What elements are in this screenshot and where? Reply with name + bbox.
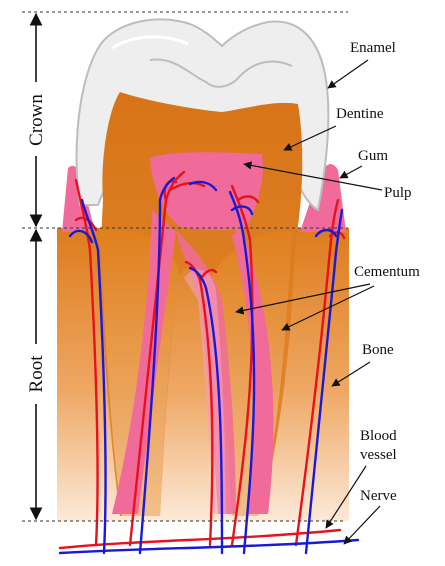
pulp-label: Pulp	[384, 185, 412, 201]
blood-vessel-label-line2: vessel	[360, 447, 397, 463]
gum-label: Gum	[358, 148, 388, 164]
root-label: Root	[26, 355, 47, 393]
bone-label: Bone	[362, 342, 394, 358]
dentine-label: Dentine	[336, 106, 384, 122]
enamel-pointer	[328, 60, 368, 88]
blood-vessel-label-line1: Blood	[360, 428, 397, 444]
nerve-pointer	[344, 506, 380, 544]
gum-pointer	[340, 166, 362, 178]
enamel-label: Enamel	[350, 40, 396, 56]
cementum-label: Cementum	[354, 264, 420, 280]
nerve-label: Nerve	[360, 488, 397, 504]
crown-label: Crown	[26, 94, 47, 146]
